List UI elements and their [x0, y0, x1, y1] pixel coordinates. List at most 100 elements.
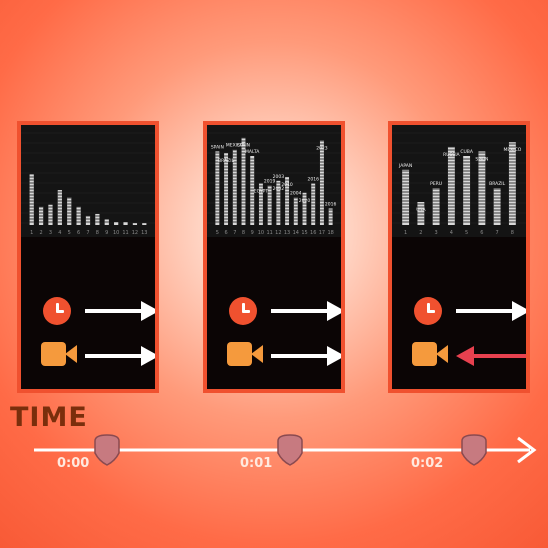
chart-bar — [328, 208, 333, 225]
arrow-left-icon — [456, 346, 526, 366]
arrow-right-icon — [271, 301, 341, 321]
chart-bar — [95, 213, 100, 225]
bar-label: CUBA — [460, 149, 474, 155]
tick-label: 5 — [68, 230, 71, 236]
bar-label: 2016 — [325, 201, 337, 207]
arrow-right-icon — [85, 301, 155, 321]
tick-label: 7 — [233, 230, 236, 236]
chart-bar — [293, 197, 298, 225]
chart-bar — [224, 153, 229, 225]
chart-bar — [250, 156, 255, 225]
tick-label: 1 — [404, 230, 407, 236]
tick-label: 10 — [113, 230, 119, 236]
timeline-marker-label: 0:02 — [411, 456, 444, 471]
bar-label: 2004 — [290, 190, 302, 196]
bar-label: 2016 — [307, 177, 319, 183]
clock-icon — [414, 297, 442, 325]
chart-bar — [508, 142, 516, 225]
tick-label: 12 — [275, 230, 281, 236]
camera-row — [392, 340, 526, 380]
bar-label: BRAZIL — [218, 158, 235, 164]
bar-label: MEXICO — [226, 143, 244, 149]
timeline-marker-1[interactable] — [274, 433, 306, 467]
chart-bar — [114, 222, 119, 225]
tick-label: 18 — [327, 230, 333, 236]
chart-bar — [417, 202, 425, 225]
bar-label: 2020 — [299, 198, 311, 204]
camera-row — [21, 340, 155, 380]
tick-label: 13 — [141, 230, 147, 236]
clock-row — [21, 295, 155, 335]
bar-label: 2003 — [273, 174, 285, 180]
chart-bar — [241, 137, 246, 225]
camera-row — [207, 340, 341, 380]
tick-label: 7 — [86, 230, 89, 236]
video-camera-icon — [41, 342, 81, 368]
arrow-right-icon — [85, 346, 155, 366]
bar-label: MALTA — [245, 149, 260, 155]
tick-label: 6 — [77, 230, 80, 236]
bar-label: EGYPT — [254, 189, 269, 195]
video-camera-icon — [227, 342, 267, 368]
chart-bar — [57, 190, 62, 225]
tick-label: 11 — [266, 230, 272, 236]
clock-row — [207, 295, 341, 335]
tick-label: 1 — [30, 230, 33, 236]
chart-bar — [123, 222, 128, 225]
tick-label: 2 — [39, 230, 42, 236]
tick-label: 8 — [242, 230, 245, 236]
timeline-marker-label: 0:01 — [240, 456, 273, 471]
chart-bar — [276, 180, 281, 225]
timeline-marker-2[interactable] — [458, 433, 490, 467]
bar-label: BRAZIL — [489, 181, 506, 187]
chart-bar — [142, 223, 147, 225]
chart-bar — [432, 188, 440, 225]
bar-label: USA — [416, 207, 426, 213]
tick-label: 17 — [319, 230, 325, 236]
chart-bar — [29, 174, 34, 225]
timeline-marker-0[interactable] — [91, 433, 123, 467]
chart-bar — [38, 206, 44, 225]
chart-bar — [402, 169, 410, 225]
tick-label: 8 — [96, 230, 99, 236]
tick-label: 16 — [310, 230, 316, 236]
tick-label: 12 — [132, 230, 138, 236]
bar-label: MEXICO — [503, 147, 521, 153]
chart-bar — [319, 140, 324, 225]
tick-label: 10 — [258, 230, 264, 236]
bar-label: 2010 — [281, 182, 293, 188]
chart-bar — [76, 206, 81, 225]
chart-bar — [132, 223, 138, 225]
chart-bar — [493, 188, 501, 225]
bar-label: RUSSIA — [443, 152, 460, 158]
tick-label: 6 — [480, 230, 483, 236]
bar-label: 2019 — [264, 178, 276, 184]
chart-bar — [463, 156, 471, 225]
tick-label: 6 — [224, 230, 227, 236]
tick-label: 4 — [58, 230, 61, 236]
chart-bar — [447, 146, 455, 225]
chart-bar — [478, 151, 486, 225]
bar-label: SPAIN — [237, 143, 250, 149]
timeline-title: TIME — [10, 402, 88, 433]
clock-icon — [43, 297, 71, 325]
chart-bar — [258, 183, 263, 225]
bar-label: SPAIN — [475, 156, 488, 162]
chart-bar — [232, 149, 237, 225]
tick-label: 5 — [465, 230, 468, 236]
chart-bar — [302, 192, 307, 225]
video-camera-icon — [412, 342, 452, 368]
bar-label: 2002 — [273, 186, 285, 192]
chart-bar — [215, 151, 220, 225]
tick-label: 11 — [122, 230, 128, 236]
chart-bar — [285, 177, 290, 225]
chart-bar — [104, 219, 109, 225]
clock-row — [392, 295, 526, 335]
bar-label: PERU — [430, 181, 442, 187]
tick-label: 3 — [49, 230, 52, 236]
